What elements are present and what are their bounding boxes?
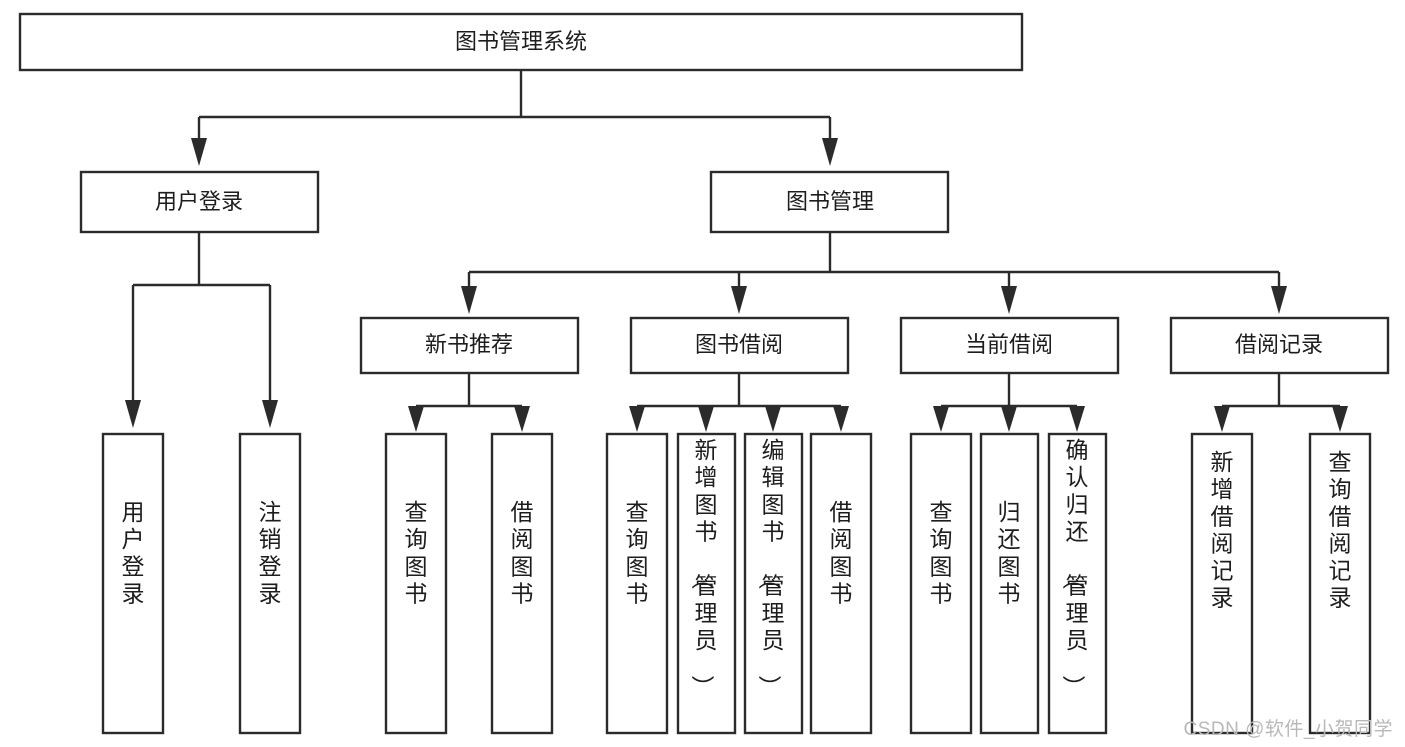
leaf-node-nbr-query-book[interactable]: 查询图书 [384, 432, 448, 735]
leaf-bb-add-book-box[interactable] [676, 432, 737, 735]
node-user-login-box[interactable] [79, 170, 320, 234]
arrow-head-bb-leaf-2 [698, 406, 714, 432]
arrow-head-book-borrow [731, 286, 747, 314]
leaf-br-query-record-box[interactable] [1308, 432, 1372, 735]
arrow-head-new-book-recommend [461, 286, 477, 314]
node-book-borrow-box[interactable] [629, 316, 850, 375]
leaf-user-login-label: 用户登录 [122, 499, 145, 606]
node-user-login[interactable]: 用户登录 [79, 170, 320, 234]
node-borrow-records[interactable]: 借阅记录 [1169, 316, 1390, 375]
leaf-nbr-query-book-box[interactable] [384, 432, 448, 735]
leaf-bb-edit-book-label: 编辑图书（管理员） [757, 437, 785, 698]
node-current-borrow[interactable]: 当前借阅 [899, 316, 1120, 375]
arrow-head-current-borrow [1001, 286, 1017, 314]
leaf-bb-borrow-book-label: 借阅图书 [830, 499, 853, 606]
leaf-nbr-borrow-book-label: 借阅图书 [511, 499, 534, 606]
leaf-node-cb-return-book[interactable]: 归还图书 [979, 432, 1040, 735]
node-current-borrow-box[interactable] [899, 316, 1120, 375]
leaf-br-add-record-box[interactable] [1190, 432, 1254, 735]
leaf-node-br-query-record[interactable]: 查询借阅记录 [1308, 432, 1372, 735]
node-book-management[interactable]: 图书管理 [709, 170, 950, 234]
leaf-bb-borrow-book-box[interactable] [809, 432, 873, 735]
leaf-node-bb-add-book[interactable]: 新增图书（管理员） [676, 432, 737, 735]
arrow-head-br-leaf-2 [1332, 406, 1348, 432]
leaf-bb-add-book-label: 新增图书（管理员） [690, 437, 718, 698]
arrow-head-bb-leaf-3 [765, 406, 781, 432]
leaf-bb-query-book-label: 查询图书 [626, 499, 649, 606]
arrow-head-bb-leaf-4 [833, 406, 849, 432]
node-borrow-records-box[interactable] [1169, 316, 1390, 375]
node-current-borrow-label: 当前借阅 [965, 332, 1053, 357]
leaf-node-cb-query-book[interactable]: 查询图书 [909, 432, 973, 735]
arrow-head-borrow-records [1271, 286, 1287, 314]
connectors-new-book-recommend-to-leaves [408, 373, 530, 432]
leaf-cb-query-book-label: 查询图书 [930, 499, 953, 606]
leaf-cb-query-book-box[interactable] [909, 432, 973, 735]
node-root-label: 图书管理系统 [455, 29, 587, 54]
leaf-node-logout[interactable]: 注销登录 [238, 432, 302, 735]
node-book-borrow-label: 图书借阅 [695, 332, 783, 357]
leaf-cb-return-book-box[interactable] [979, 432, 1040, 735]
leaf-logout-box[interactable] [238, 432, 302, 735]
arrow-head-leaf-logout [262, 400, 278, 428]
leaf-node-bb-query-book[interactable]: 查询图书 [605, 432, 669, 735]
connectors-book-borrow-to-leaves [629, 373, 849, 432]
leaf-node-br-add-record[interactable]: 新增借阅记录 [1190, 432, 1254, 735]
arrow-head-leaf-user-login [125, 400, 141, 428]
leaf-br-add-record-label: 新增借阅记录 [1211, 449, 1234, 611]
arrow-head-user-login [191, 138, 207, 166]
node-root-box[interactable] [18, 12, 1024, 72]
node-user-login-label: 用户登录 [155, 189, 243, 214]
leaf-bb-query-book-box[interactable] [605, 432, 669, 735]
arrow-head-nbr-leaf-1 [408, 406, 424, 432]
leaf-logout-label: 注销登录 [259, 499, 282, 606]
arrow-head-br-leaf-1 [1214, 406, 1230, 432]
leaf-node-bb-borrow-book[interactable]: 借阅图书 [809, 432, 873, 735]
connectors-user-login-to-leaves [125, 232, 278, 428]
leaf-node-cb-confirm-return[interactable]: 确认归还（管理员） [1047, 432, 1108, 735]
leaf-node-nbr-borrow-book[interactable]: 借阅图书 [490, 432, 554, 735]
leaf-cb-confirm-return-box[interactable] [1047, 432, 1108, 735]
connectors-book-mgmt-to-level3 [461, 232, 1287, 314]
connectors-root-to-level2 [191, 70, 838, 166]
connectors-borrow-records-to-leaves [1214, 373, 1348, 432]
arrow-head-cb-leaf-3 [1069, 406, 1085, 432]
leaf-node-bb-edit-book[interactable]: 编辑图书（管理员） [743, 432, 804, 735]
node-book-management-label: 图书管理 [786, 189, 874, 214]
leaf-cb-confirm-return-label: 确认归还（管理员） [1061, 437, 1089, 698]
arrow-head-cb-leaf-2 [1001, 406, 1017, 432]
leaf-bb-edit-book-box[interactable] [743, 432, 804, 735]
leaf-br-query-record-label: 查询借阅记录 [1329, 449, 1352, 611]
leaf-node-user-login[interactable]: 用户登录 [101, 432, 165, 735]
leaf-nbr-query-book-label: 查询图书 [405, 499, 428, 606]
leaf-cb-return-book-label: 归还图书 [998, 499, 1021, 606]
node-new-book-recommend[interactable]: 新书推荐 [359, 316, 580, 375]
connectors-current-borrow-to-leaves [933, 373, 1085, 432]
arrow-head-cb-leaf-1 [933, 406, 949, 432]
node-new-book-recommend-box[interactable] [359, 316, 580, 375]
arrow-head-nbr-leaf-2 [514, 406, 530, 432]
arrow-head-bb-leaf-1 [629, 406, 645, 432]
leaf-nbr-borrow-book-box[interactable] [490, 432, 554, 735]
node-book-management-box[interactable] [709, 170, 950, 234]
node-book-borrow[interactable]: 图书借阅 [629, 316, 850, 375]
node-new-book-recommend-label: 新书推荐 [425, 332, 513, 357]
csdn-watermark: CSDN @软件_小贺同学 [1183, 719, 1393, 740]
leaf-user-login-box[interactable] [101, 432, 165, 735]
arrow-head-book-mgmt [822, 138, 838, 166]
node-root-system[interactable]: 图书管理系统 [18, 12, 1024, 72]
node-borrow-records-label: 借阅记录 [1235, 332, 1323, 357]
